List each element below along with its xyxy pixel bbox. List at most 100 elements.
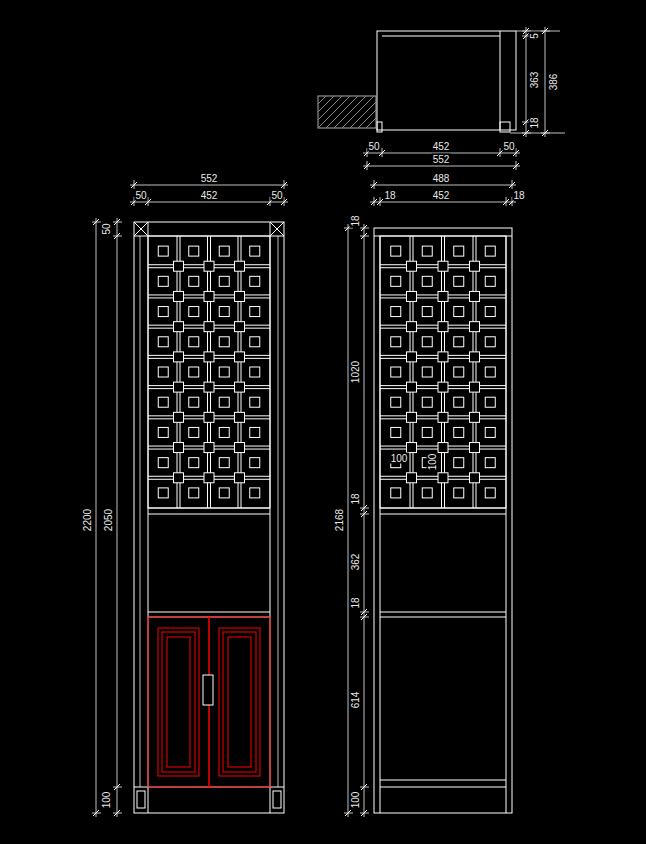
shelf-line bbox=[380, 780, 506, 781]
lattice-square bbox=[189, 397, 199, 407]
dimension-label: 18 bbox=[512, 190, 525, 201]
lattice-knot bbox=[204, 291, 214, 301]
plinth-block bbox=[273, 791, 281, 808]
cabinet-outline bbox=[374, 228, 512, 813]
dimension-label: 552 bbox=[432, 154, 451, 165]
plan-outline bbox=[377, 31, 516, 130]
lattice-knot bbox=[235, 412, 245, 422]
dimension-label: 100 bbox=[101, 791, 112, 810]
lattice-square bbox=[391, 427, 401, 437]
hatch-line bbox=[350, 102, 376, 128]
dimension-label: 552 bbox=[200, 173, 219, 184]
lattice-square bbox=[158, 246, 168, 256]
corner-block bbox=[270, 222, 284, 236]
rack-frame bbox=[380, 236, 506, 508]
dimension-label: 18 bbox=[383, 190, 396, 201]
dimension-line bbox=[96, 218, 97, 817]
dimension-tick bbox=[114, 784, 120, 790]
dimension-label: 18 bbox=[350, 214, 361, 227]
lattice-square bbox=[454, 276, 464, 286]
lattice-square bbox=[422, 488, 432, 498]
lattice-knot bbox=[235, 382, 245, 392]
lattice-knot bbox=[204, 261, 214, 271]
dimension-line bbox=[370, 185, 516, 186]
dimension-label: 2050 bbox=[103, 508, 114, 532]
dimension-label: 1020 bbox=[350, 360, 361, 384]
lattice-square bbox=[189, 307, 199, 317]
dimension-tick bbox=[361, 505, 367, 511]
lattice-square bbox=[454, 488, 464, 498]
lattice-square bbox=[454, 458, 464, 468]
dimension-tick bbox=[509, 182, 515, 188]
lattice-square bbox=[454, 367, 464, 377]
lattice-square bbox=[422, 307, 432, 317]
lattice-square bbox=[219, 246, 229, 256]
dimension-label: 2168 bbox=[334, 508, 345, 532]
dimension-label: 452 bbox=[200, 190, 219, 201]
lattice-knot bbox=[204, 322, 214, 332]
lattice-knot bbox=[470, 291, 480, 301]
lattice-knot bbox=[204, 412, 214, 422]
lattice-knot bbox=[204, 382, 214, 392]
dimension-tick bbox=[281, 182, 287, 188]
dimension-tick bbox=[361, 225, 367, 231]
lattice-knot bbox=[235, 261, 245, 271]
lattice-knot bbox=[438, 291, 448, 301]
plan-back-line bbox=[382, 36, 500, 37]
lattice-knot bbox=[470, 352, 480, 362]
lattice-square bbox=[485, 307, 495, 317]
plan-foot bbox=[377, 122, 382, 132]
dimension-label: 386 bbox=[548, 73, 559, 92]
lattice-knot bbox=[235, 322, 245, 332]
extension-line bbox=[510, 133, 565, 134]
lattice-square bbox=[158, 427, 168, 437]
lattice-square bbox=[189, 427, 199, 437]
dimension-label: 363 bbox=[529, 71, 540, 90]
lattice-square bbox=[158, 337, 168, 347]
dimension-tick bbox=[371, 182, 377, 188]
dimension-tick bbox=[361, 614, 367, 620]
lattice-knot bbox=[235, 443, 245, 453]
shelf-line bbox=[380, 787, 506, 788]
lattice-square bbox=[422, 367, 432, 377]
lattice-square bbox=[250, 458, 260, 468]
lattice-square bbox=[219, 367, 229, 377]
dimension-tick bbox=[114, 233, 120, 239]
hatch-line bbox=[334, 96, 366, 128]
rack-divider bbox=[180, 236, 181, 508]
lattice-knot bbox=[470, 322, 480, 332]
dimension-tick bbox=[371, 199, 377, 205]
dimension-label: 100 bbox=[427, 453, 438, 472]
lattice-square bbox=[454, 397, 464, 407]
lattice-knot bbox=[174, 412, 184, 422]
plan-view bbox=[318, 31, 565, 133]
lattice-square bbox=[422, 427, 432, 437]
hatch-line bbox=[326, 96, 358, 128]
dimension-tick bbox=[114, 219, 120, 225]
dimension-line bbox=[526, 27, 527, 137]
lattice-knot bbox=[235, 352, 245, 362]
cabinet-outline bbox=[134, 222, 284, 813]
lattice-knot bbox=[407, 412, 417, 422]
dimension-line bbox=[545, 27, 546, 137]
dimension-line bbox=[370, 202, 516, 203]
dimension-tick bbox=[361, 511, 367, 517]
lattice-knot bbox=[470, 261, 480, 271]
lattice-knot bbox=[174, 382, 184, 392]
lattice-knot bbox=[407, 382, 417, 392]
lattice-square bbox=[158, 276, 168, 286]
dimension-tick bbox=[93, 810, 99, 816]
shelf-line bbox=[380, 612, 506, 613]
shelf-line bbox=[380, 514, 506, 515]
door-panel bbox=[209, 617, 270, 787]
lattice-knot bbox=[407, 291, 417, 301]
lattice-knot bbox=[174, 352, 184, 362]
rack-frame bbox=[148, 236, 270, 508]
dimension-tick bbox=[513, 163, 519, 169]
pilaster-groove bbox=[278, 236, 279, 787]
lattice-square bbox=[219, 397, 229, 407]
lattice-square bbox=[250, 337, 260, 347]
hatch-line bbox=[342, 96, 374, 128]
dimension-tick bbox=[361, 233, 367, 239]
